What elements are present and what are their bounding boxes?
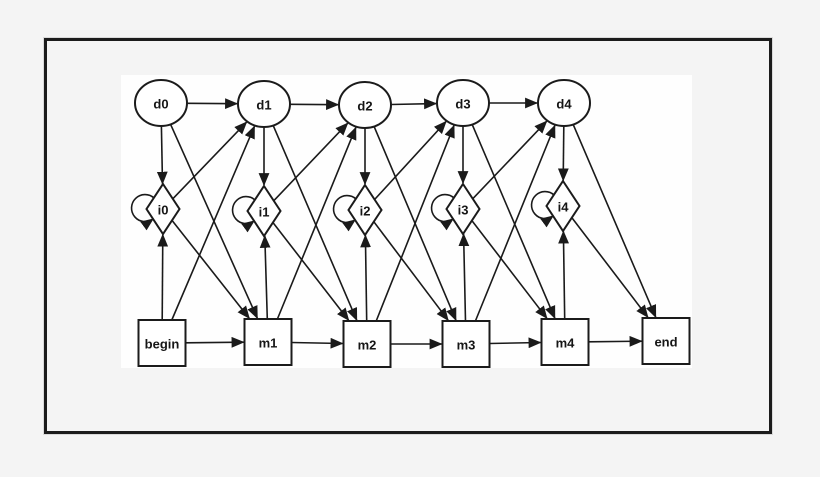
state-i2: i2 [347,183,383,237]
match-state-square [243,318,293,366]
edge-m4-end [588,335,643,347]
edge-m3-i3 [458,233,470,322]
state-i0: i0 [145,182,181,236]
edge-d0-m1 [169,124,259,320]
edge-begin-i0 [157,233,169,321]
state-d3: d3 [436,79,490,127]
state-label: begin [145,337,180,352]
state-i4: i4 [545,179,581,233]
state-d0: d0 [134,79,188,127]
state-label: d1 [256,98,271,113]
edge-i3-m4 [471,220,548,320]
insert-state-diamond [347,183,383,237]
state-end: end [641,317,691,365]
edge-i0-m1 [171,219,250,320]
self-loop-i0 [130,193,155,231]
edge-i1-m2 [272,222,350,322]
edge-begin-d1 [171,125,256,321]
self-loop-i2 [332,194,357,232]
state-label: m2 [358,338,377,353]
state-m2: m2 [342,320,392,368]
match-state-square [342,320,392,368]
edge-m1-i1 [259,234,271,320]
edge-m4-i4 [558,230,569,320]
edge-i1-d2 [273,122,349,202]
edge-m2-i2 [360,234,371,322]
edge-i4-end [571,217,649,319]
state-label: m1 [259,336,278,351]
transition-edges [156,97,657,350]
match-state-square [137,319,187,367]
state-label: i2 [360,204,371,219]
match-state-square [441,320,491,368]
state-label: i3 [458,203,469,218]
state-m4: m4 [540,318,590,366]
state-label: d4 [556,97,572,112]
state-label: m4 [556,336,576,351]
edge-d4-end [572,124,657,319]
state-label: i0 [158,203,169,218]
edge-m1-d2 [276,126,357,320]
delete-state-circle [537,79,591,127]
insert-state-diamond [145,182,181,236]
state-label: d2 [357,99,372,114]
self-loops [130,190,555,233]
state-d2: d2 [338,81,392,129]
insert-state-diamond [545,179,581,233]
state-label: i1 [259,205,270,220]
state-d1: d1 [237,80,291,128]
edge-d0-i0 [156,125,168,185]
edge-i2-m3 [373,221,449,322]
state-m1: m1 [243,318,293,366]
edge-d4-i4 [557,125,569,182]
self-loop-i3 [430,193,455,231]
state-label: d3 [455,97,470,112]
edge-i2-d3 [374,120,447,201]
state-label: d0 [153,97,168,112]
edge-i0-d1 [172,121,248,200]
state-label: i4 [558,200,570,215]
edge-d3-m4 [471,124,556,320]
self-loop-i1 [231,195,256,233]
delete-state-circle [134,79,188,127]
match-state-square [540,318,590,366]
edge-m1-m2 [291,337,344,349]
delete-state-circle [436,79,490,127]
state-begin: begin [137,319,187,367]
delete-state-circle [338,81,392,129]
edge-begin-m1 [185,336,245,348]
edge-d2-d3 [390,98,438,110]
state-m3: m3 [441,320,491,368]
match-state-square [641,317,691,365]
edge-m3-m4 [489,337,542,349]
state-label: end [654,335,677,350]
state-label: m3 [457,338,476,353]
state-d4: d4 [537,79,591,127]
edge-d2-m3 [373,126,457,322]
state-i1: i1 [246,184,282,238]
state-i3: i3 [445,182,481,236]
insert-state-diamond [445,182,481,236]
edge-i3-d4 [472,120,548,200]
state-nodes: d0 d1 d2 d3 d4 i0 i1 i2 i3 i4 begin m1 m2 m3 m4 end [134,79,691,368]
edge-d1-m2 [272,125,358,322]
insert-state-diamond [246,184,282,238]
delete-state-circle [237,80,291,128]
diagram-canvas [121,75,692,368]
self-loop-i4 [530,190,555,228]
